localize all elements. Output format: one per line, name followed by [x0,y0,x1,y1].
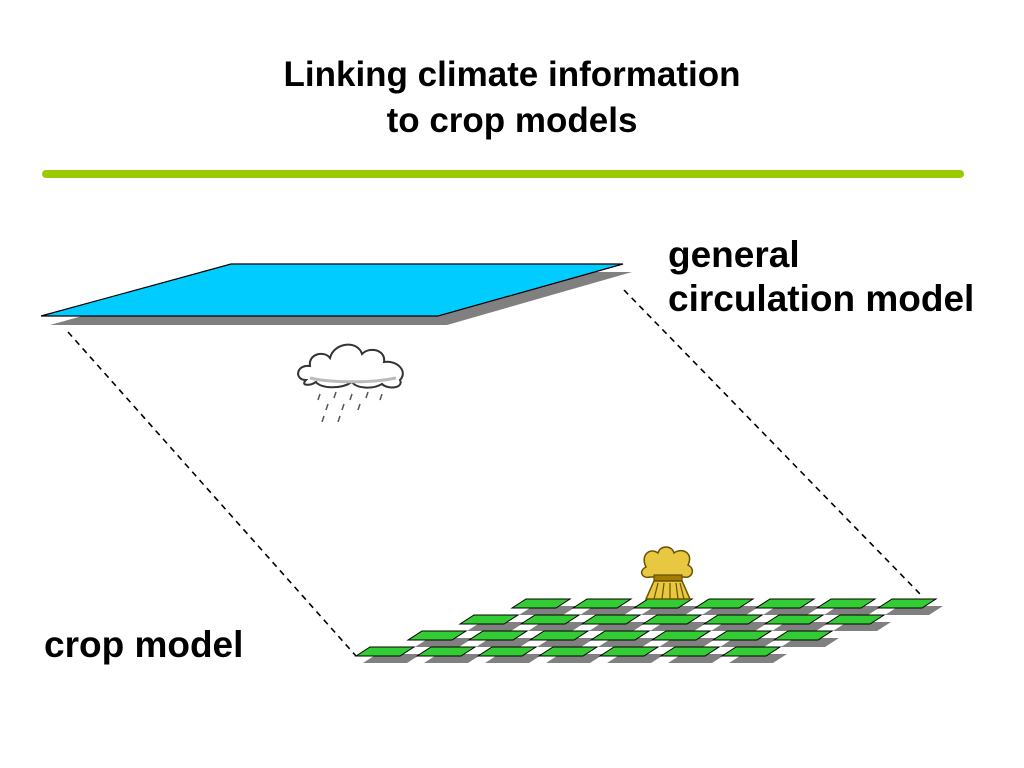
crop-cell [650,630,712,641]
crop-cell [406,630,468,641]
crop-cell [876,598,938,609]
crop-cell [824,614,886,625]
gcm-plane-surface [40,263,624,317]
crop-cell [711,630,773,641]
projection-line-right [623,289,923,597]
crop-cell [772,630,834,641]
crop-cell [458,614,520,625]
crop-cell [659,646,721,657]
wheat-heads [640,546,694,579]
rain-drops [317,391,383,423]
crop-cell [528,630,590,641]
crop-cell [763,614,825,625]
crop-cell [537,646,599,657]
crop-cell [720,646,782,657]
crop-model-label: crop model [44,624,244,665]
crop-cell [415,646,477,657]
cloud-shading [309,376,397,384]
crop-grid [354,598,943,663]
gcm-label-line-1: general [668,234,800,275]
crop-cell [467,630,529,641]
crop-cell [641,614,703,625]
crop-cell [354,646,416,657]
gcm-label: general circulation model [668,233,974,321]
crop-cell [632,598,694,609]
crop-cell [598,646,660,657]
crop-cell [702,614,764,625]
rain-cloud-icon [297,343,404,423]
slide-title: Linking climate information to crop mode… [0,52,1024,144]
crop-cell [510,598,572,609]
crop-cell [580,614,642,625]
wheat-sheaf-icon [640,546,694,600]
crop-cell [589,630,651,641]
crop-cell [571,598,633,609]
title-line-2: to crop models [386,101,638,140]
crop-cell [476,646,538,657]
crop-cell [754,598,816,609]
gcm-plane [40,263,632,325]
crop-cell [519,614,581,625]
cloud-body [297,343,404,389]
crop-cell [815,598,877,609]
title-line-1: Linking climate information [283,55,741,94]
gcm-label-line-2: circulation model [668,278,975,319]
wheat-band [653,574,683,582]
crop-cell [693,598,755,609]
title-divider [42,170,964,178]
